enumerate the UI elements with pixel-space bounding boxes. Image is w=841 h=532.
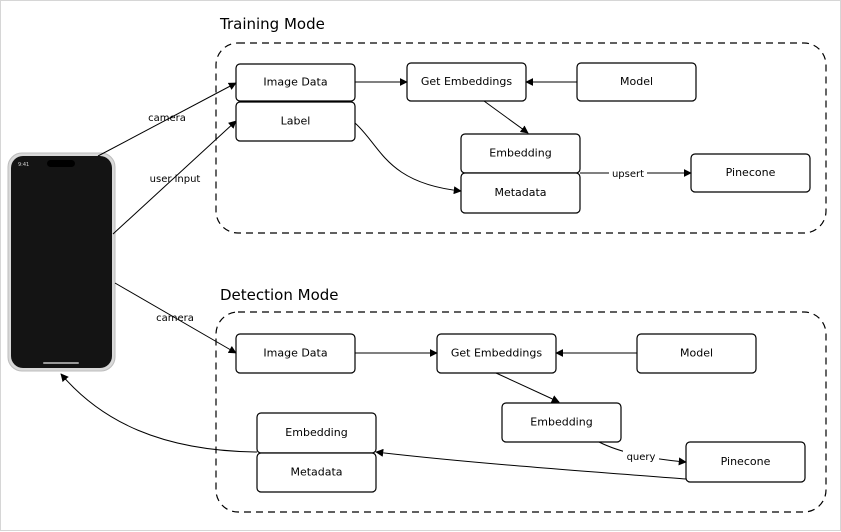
training-get-embeddings-label: Get Embeddings — [421, 75, 512, 88]
edge-label-query: query — [627, 452, 656, 463]
training-embedding-node: Embedding — [460, 133, 581, 174]
phone-home-indicator — [43, 362, 79, 364]
training-model-label: Model — [620, 75, 653, 88]
detection-result-metadata-label: Metadata — [290, 466, 342, 479]
detection-image-data-label: Image Data — [263, 347, 327, 360]
detection-get-embeddings-node: Get Embeddings — [436, 333, 557, 374]
detection-embedding-node: Embedding — [501, 402, 622, 443]
training-pinecone-node: Pinecone — [690, 153, 811, 193]
detection-mode-frame — [215, 311, 827, 513]
detection-embedding-label: Embedding — [530, 416, 592, 429]
edge-label-training-camera: camera — [148, 113, 186, 124]
detection-image-data-node: Image Data — [235, 333, 356, 374]
detection-get-embeddings-label: Get Embeddings — [451, 347, 542, 360]
training-label-node: Label — [235, 101, 356, 142]
training-metadata-node: Metadata — [460, 172, 581, 214]
edge-phone-to-training-label — [112, 120, 237, 235]
training-image-data-label: Image Data — [263, 76, 327, 89]
training-get-embeddings-node: Get Embeddings — [406, 62, 527, 102]
detection-result-embedding-node: Embedding — [256, 412, 377, 454]
detection-pinecone-label: Pinecone — [721, 455, 771, 468]
training-metadata-label: Metadata — [494, 186, 546, 199]
training-label-label: Label — [281, 115, 311, 128]
phone-status-time: 9:41 — [18, 162, 29, 168]
detection-model-node: Model — [636, 333, 757, 374]
edge-label-detection-camera: camera — [156, 313, 194, 324]
edge-label-to-metadata — [354, 122, 462, 195]
detection-result-embedding-label: Embedding — [285, 426, 347, 439]
smartphone-icon: 9:41 — [7, 152, 116, 372]
query-label-background — [623, 450, 659, 462]
training-mode-title: Training Mode — [219, 15, 325, 33]
edge-pinecone-to-results — [375, 448, 687, 480]
edge-label-user-input: user input — [150, 174, 201, 185]
edge-detection-get-embeddings-to-embedding — [495, 372, 560, 403]
detection-mode-title: Detection Mode — [220, 286, 339, 304]
edge-get-embeddings-to-embedding — [483, 100, 529, 134]
training-embedding-label: Embedding — [489, 147, 551, 160]
training-image-data-node: Image Data — [235, 63, 356, 102]
edge-phone-to-training-image-data — [97, 82, 237, 157]
upsert-label-background — [609, 167, 647, 179]
detection-model-label: Model — [680, 347, 713, 360]
detection-pinecone-node: Pinecone — [685, 441, 806, 483]
training-model-node: Model — [576, 62, 697, 102]
detection-result-metadata-node: Metadata — [256, 452, 377, 493]
edge-phone-to-detection-image-data — [114, 282, 237, 354]
edge-label-upsert: upsert — [612, 169, 644, 180]
training-mode-frame — [215, 42, 827, 234]
training-pinecone-label: Pinecone — [726, 166, 776, 179]
edge-results-to-phone — [60, 373, 258, 453]
